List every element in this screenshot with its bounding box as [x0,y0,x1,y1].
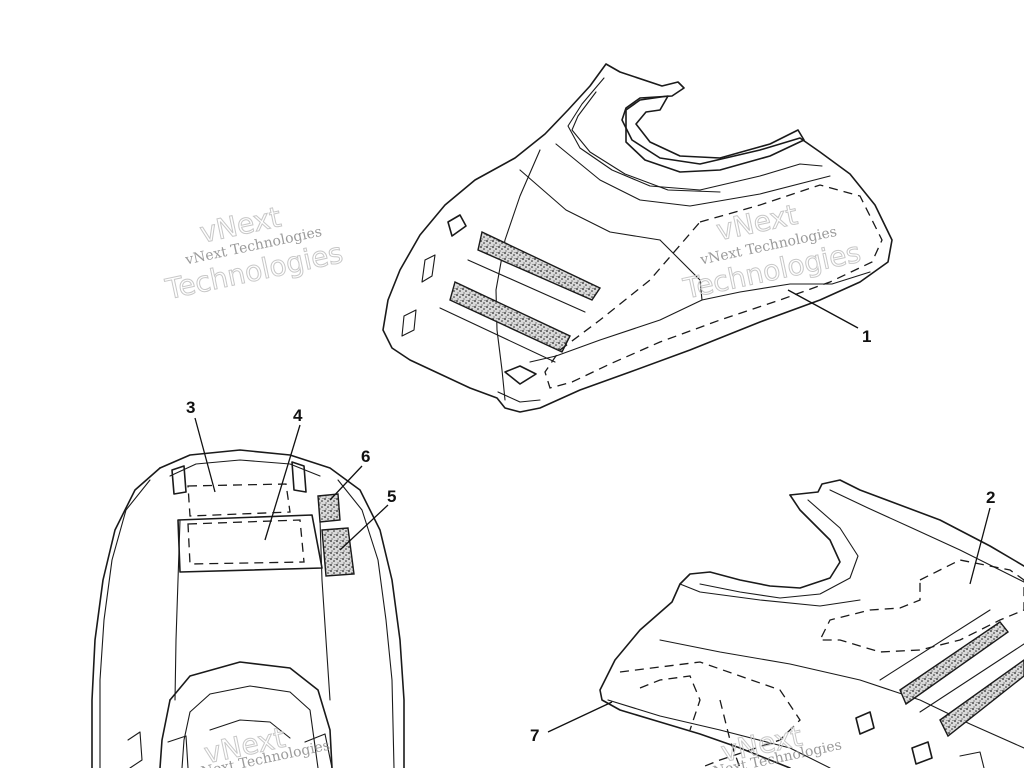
leader-line-6 [329,465,363,501]
hood-view-upper-right [382,63,893,413]
callout-3: 3 [186,398,195,417]
callouts: 1 2 3 4 5 6 7 [186,289,995,745]
callout-6: 6 [361,447,370,466]
callout-1: 1 [862,327,871,346]
hood-view-lower-right [599,479,1024,768]
leader-line-4 [264,424,301,541]
leader-line-3 [194,417,216,493]
leader-line-1 [787,289,859,329]
leader-line-7 [547,701,613,733]
watermark-left: vNext vNext Technologies Technologies [161,200,346,307]
leader-line-5 [339,504,389,551]
callout-2: 2 [986,488,995,507]
leader-line-2 [969,507,991,585]
hood-view-top [91,449,405,768]
callout-5: 5 [387,487,396,506]
callout-4: 4 [293,406,303,425]
callout-7: 7 [530,726,539,745]
